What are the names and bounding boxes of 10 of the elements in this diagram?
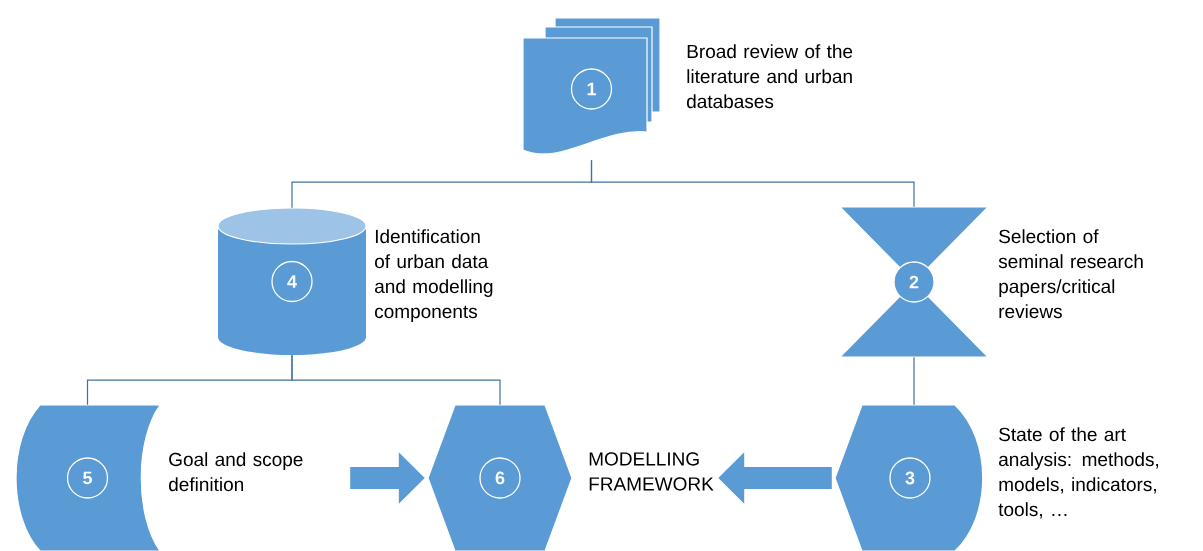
database-cylinder: 4	[217, 207, 367, 355]
description-text: Selection of seminal research papers/critical reviews	[998, 229, 1143, 319]
description-text: Broad review of the literature and urban databases	[687, 44, 853, 109]
connector-line	[913, 356, 915, 406]
description-text: Goal and scope definition	[169, 452, 303, 492]
connector-line	[590, 159, 915, 208]
description-text: State of the art analysis: methods, models, indicators, tools, …	[998, 427, 1159, 519]
description-text: MODELLING FRAMEWORK	[589, 452, 714, 491]
connector-line	[291, 354, 501, 406]
description-text: Identification of urban data and modelling components	[375, 229, 493, 322]
